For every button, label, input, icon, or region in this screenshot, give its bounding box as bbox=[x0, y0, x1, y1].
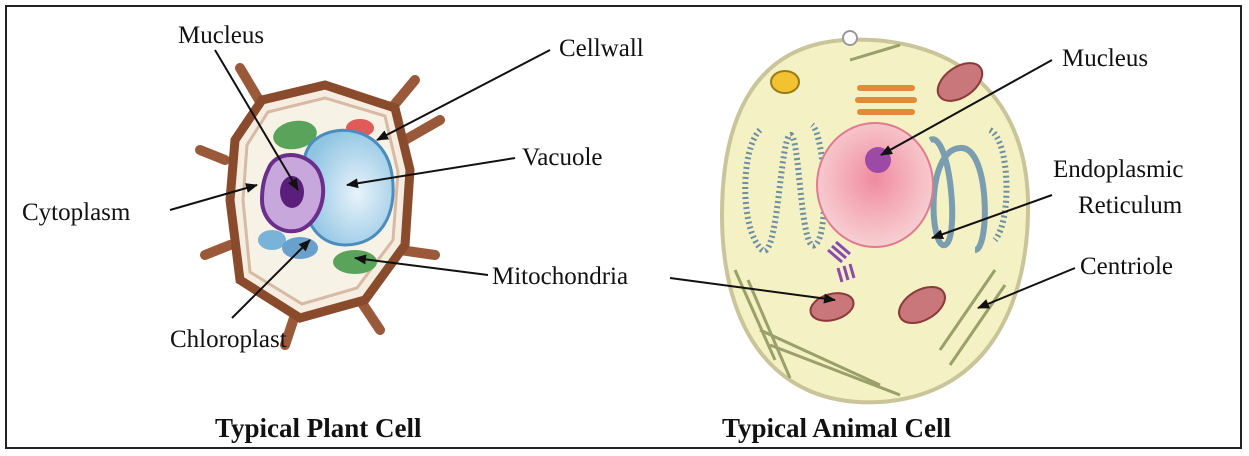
animal-nucleus-shape bbox=[817, 123, 933, 247]
lysosome-shape bbox=[771, 71, 799, 93]
label-mitochondria: Mitochondria bbox=[492, 264, 628, 289]
label-plant-cytoplasm: Cytoplasm bbox=[22, 200, 130, 225]
animal-cell-illustration bbox=[722, 31, 1028, 402]
vesicle-shape bbox=[843, 31, 857, 45]
label-plant-vacuole: Vacuole bbox=[522, 145, 603, 170]
chloroplast-shape bbox=[282, 237, 318, 259]
label-plant-cellwall: Cellwall bbox=[559, 36, 644, 61]
plant-cell-illustration bbox=[200, 68, 440, 345]
chloroplast-shape bbox=[333, 250, 377, 274]
label-animal-nucleus: Mucleus bbox=[1062, 46, 1148, 71]
label-animal-er-line2: Reticulum bbox=[1078, 193, 1182, 218]
label-plant-chloroplast: Chloroplast bbox=[170, 327, 287, 352]
caption-animal-cell: Typical Animal Cell bbox=[722, 415, 951, 442]
caption-plant-cell: Typical Plant Cell bbox=[215, 415, 422, 442]
chloroplast-shape bbox=[258, 230, 286, 250]
label-animal-centriole: Centriole bbox=[1080, 254, 1173, 279]
label-plant-nucleus: Mucleus bbox=[178, 23, 264, 48]
label-animal-er-line1: Endoplasmic bbox=[1053, 157, 1184, 182]
